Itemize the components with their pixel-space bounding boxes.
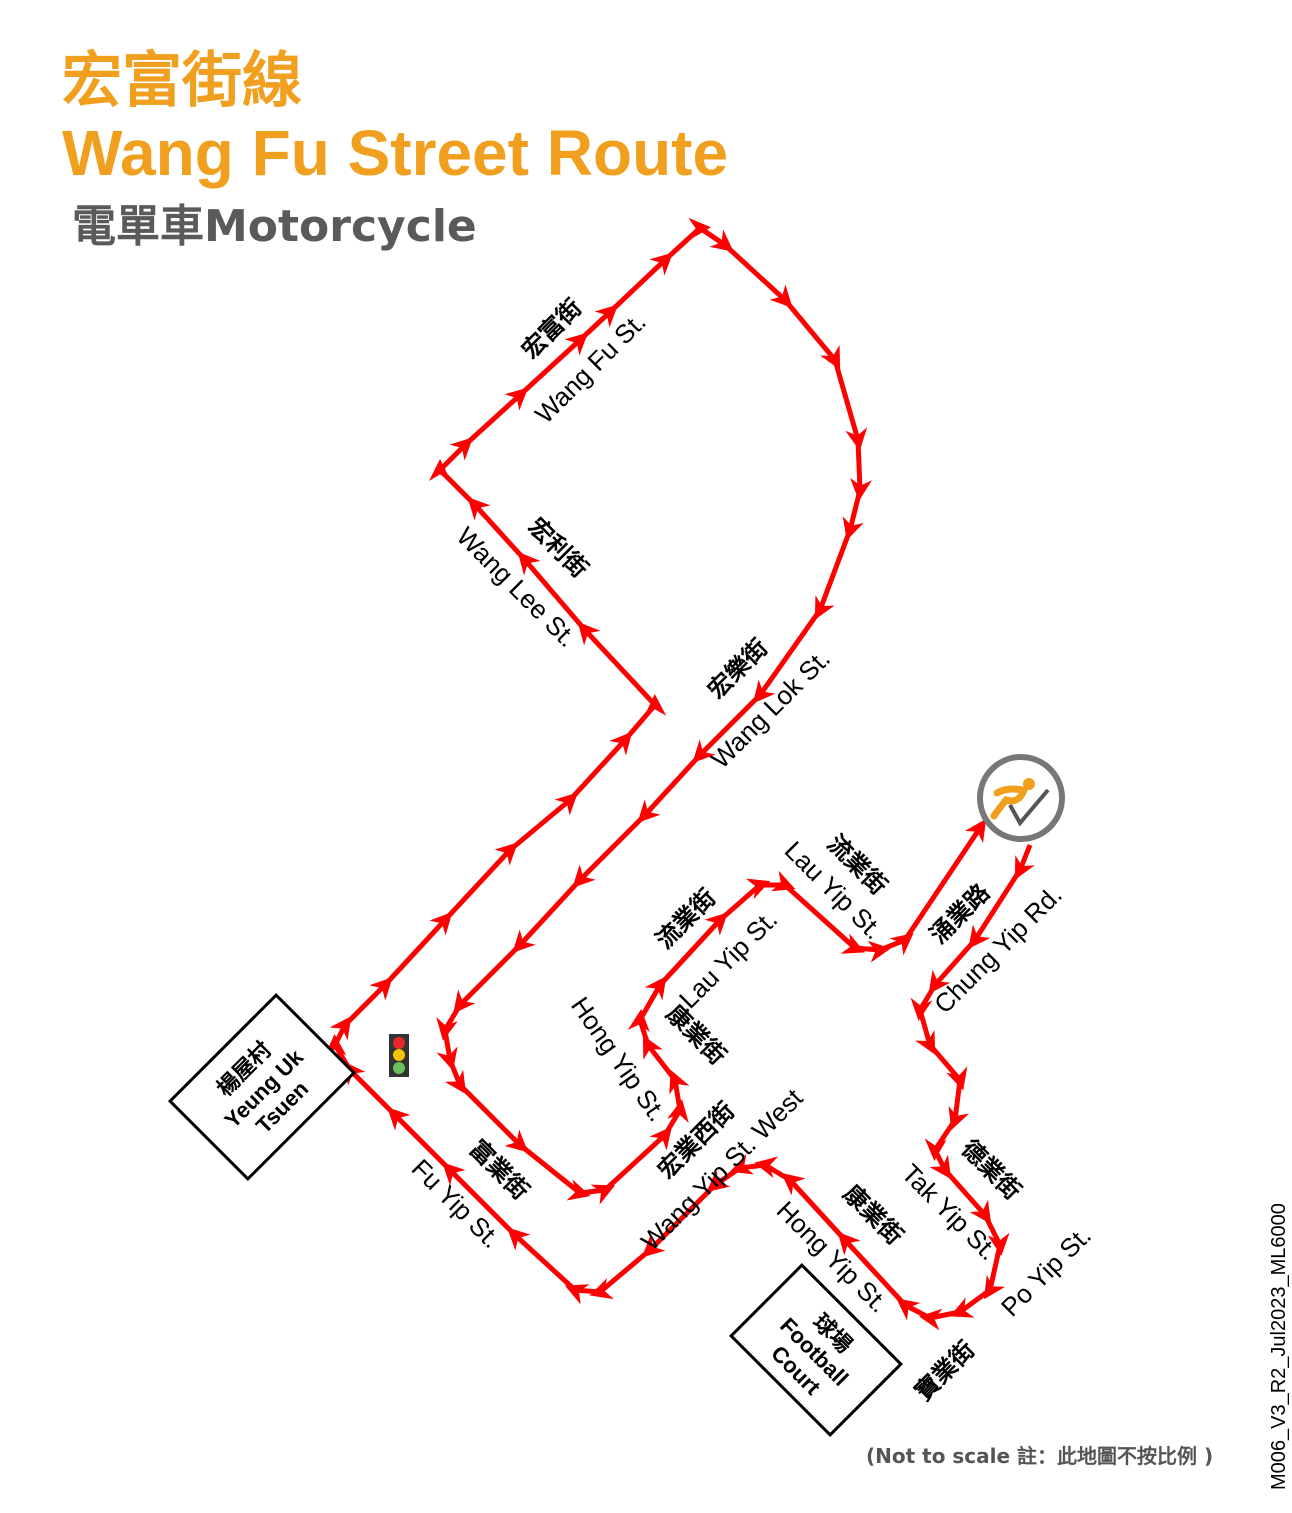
not-to-scale-note: (Not to scale 註：此地圖不按比例 ) [866,1444,1214,1468]
street-label-zh: 康業街 [838,1179,909,1250]
landmark-football-court: 球場 Football Court [729,1263,903,1437]
street-label-zh: 寶業街 [909,1336,980,1407]
title-english: Wang Fu Street Route [62,117,729,189]
title-chinese: 宏富街線 [62,46,302,116]
traffic-light-icon [389,1034,409,1077]
landmark-yeung-uk-tsuen: 楊屋村 Yeung Uk Tsuen [167,992,357,1182]
test-centre-icon [977,754,1065,842]
street-label-en: Po Yip St. [995,1220,1097,1322]
map-code: M006_V3_R2_Jul2023_ML6000 [1268,1203,1290,1490]
street-label-zh: 涌業路 [924,878,995,949]
route-line [324,217,1035,1331]
street-label-zh: 流業街 [650,884,721,955]
street-label-zh: 宏富街 [516,294,587,365]
